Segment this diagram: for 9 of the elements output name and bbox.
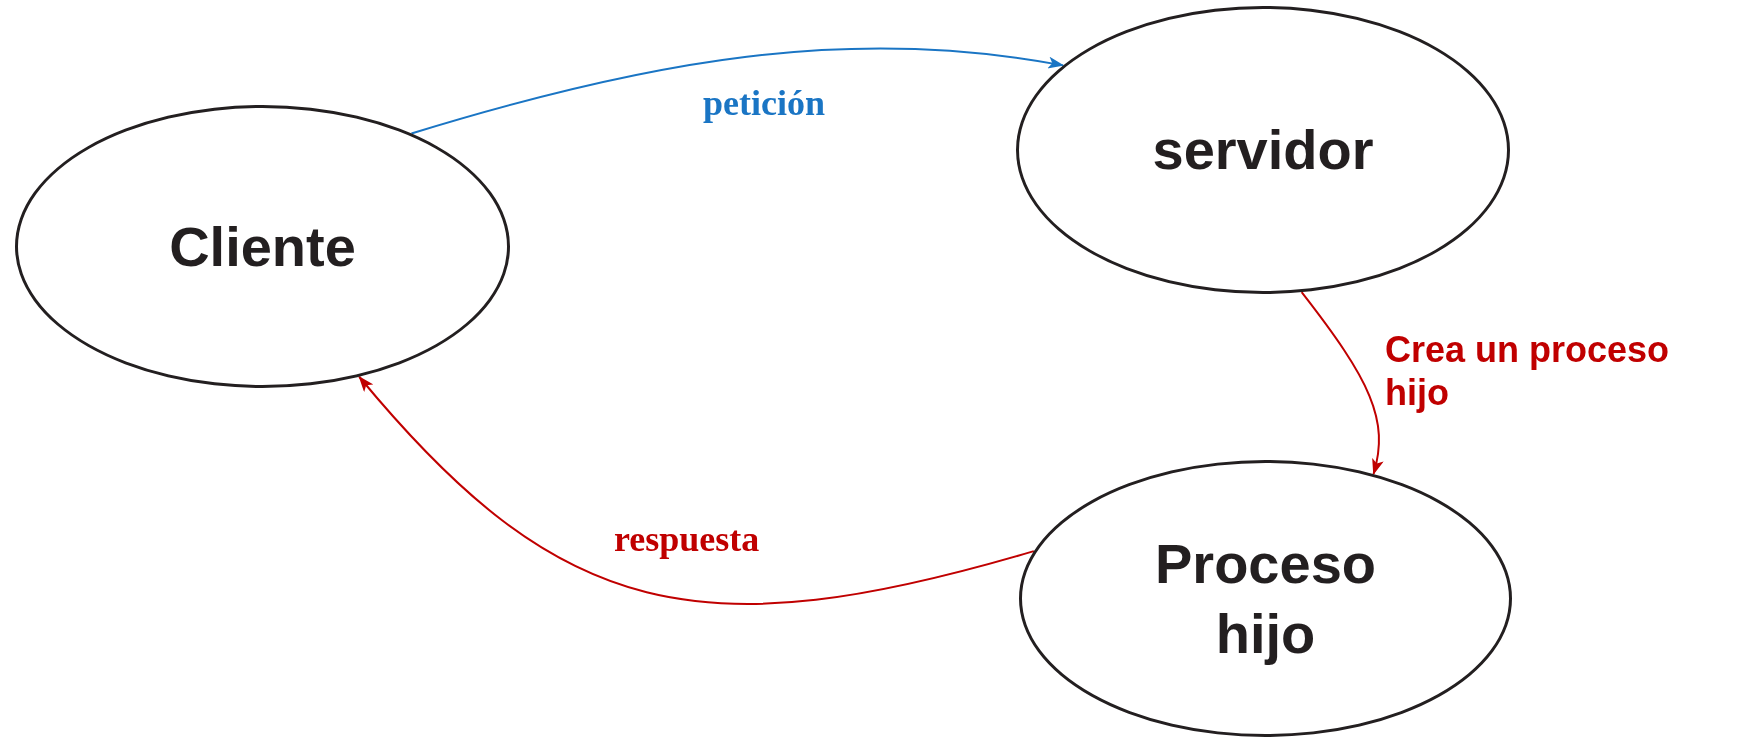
ellipse-node [1016,6,1510,294]
arrow [1300,291,1384,475]
node-label: Proceso hijo [1154,530,1377,667]
arrow [358,375,1035,605]
ellipse-node [1019,460,1512,737]
node-label: Cliente [169,213,356,280]
node-label: servidor [1152,117,1374,183]
ellipse-node [15,105,510,388]
arrow [410,47,1065,135]
